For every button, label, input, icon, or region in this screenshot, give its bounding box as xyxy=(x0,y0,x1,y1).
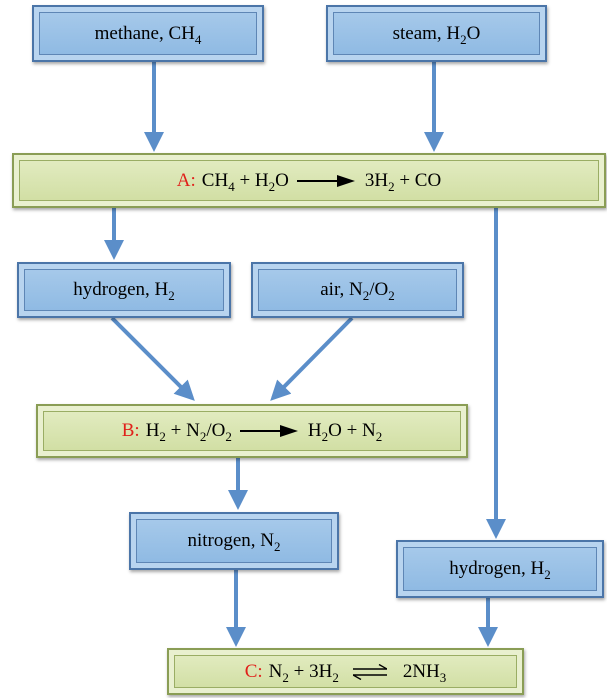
reaction-b-label: B: xyxy=(121,420,140,441)
steam-box: steam, H2O xyxy=(326,5,547,62)
reaction-c-products: 2NH3 xyxy=(402,660,447,685)
air-label: air, N2/O2 xyxy=(320,279,395,303)
equilibrium-arrow-icon xyxy=(352,663,387,680)
reaction-a-box: A: CH4 + H2O 3H2 + CO xyxy=(12,153,606,208)
reaction-c-box: C: N2 + 3H2 2NH3 xyxy=(167,648,524,695)
arrow-hydrogen-to-b xyxy=(110,316,195,401)
reaction-c-label: C: xyxy=(244,660,263,682)
hydrogen-box-right: hydrogen, H2 xyxy=(396,540,604,598)
hydrogen-right-label: hydrogen, H2 xyxy=(449,558,551,582)
methane-label: methane, CH4 xyxy=(94,22,202,47)
hydrogen-box-left: hydrogen, H2 xyxy=(17,262,231,318)
steam-label: steam, H2O xyxy=(392,22,481,47)
reaction-a-reactants: CH4 + H2O xyxy=(201,169,289,194)
reaction-c-reactants: N2 + 3H2 xyxy=(268,660,339,685)
air-box: air, N2/O2 xyxy=(251,262,464,318)
reaction-b-products: H2O + N2 xyxy=(307,420,383,444)
reaction-arrow-icon xyxy=(296,174,355,187)
nitrogen-box: nitrogen, N2 xyxy=(129,512,339,570)
hydrogen-left-label: hydrogen, H2 xyxy=(73,279,175,303)
reaction-b-reactants: H2 + N2/O2 xyxy=(145,420,232,444)
reaction-b-box: B: H2 + N2/O2 H2O + N2 xyxy=(36,404,468,458)
nitrogen-label: nitrogen, N2 xyxy=(187,530,281,554)
arrow-air-to-b xyxy=(270,316,354,401)
reaction-a-products: 3H2 + CO xyxy=(364,169,442,194)
reaction-a-label: A: xyxy=(176,169,196,191)
methane-box: methane, CH4 xyxy=(32,5,264,62)
reaction-arrow-icon xyxy=(239,425,298,437)
